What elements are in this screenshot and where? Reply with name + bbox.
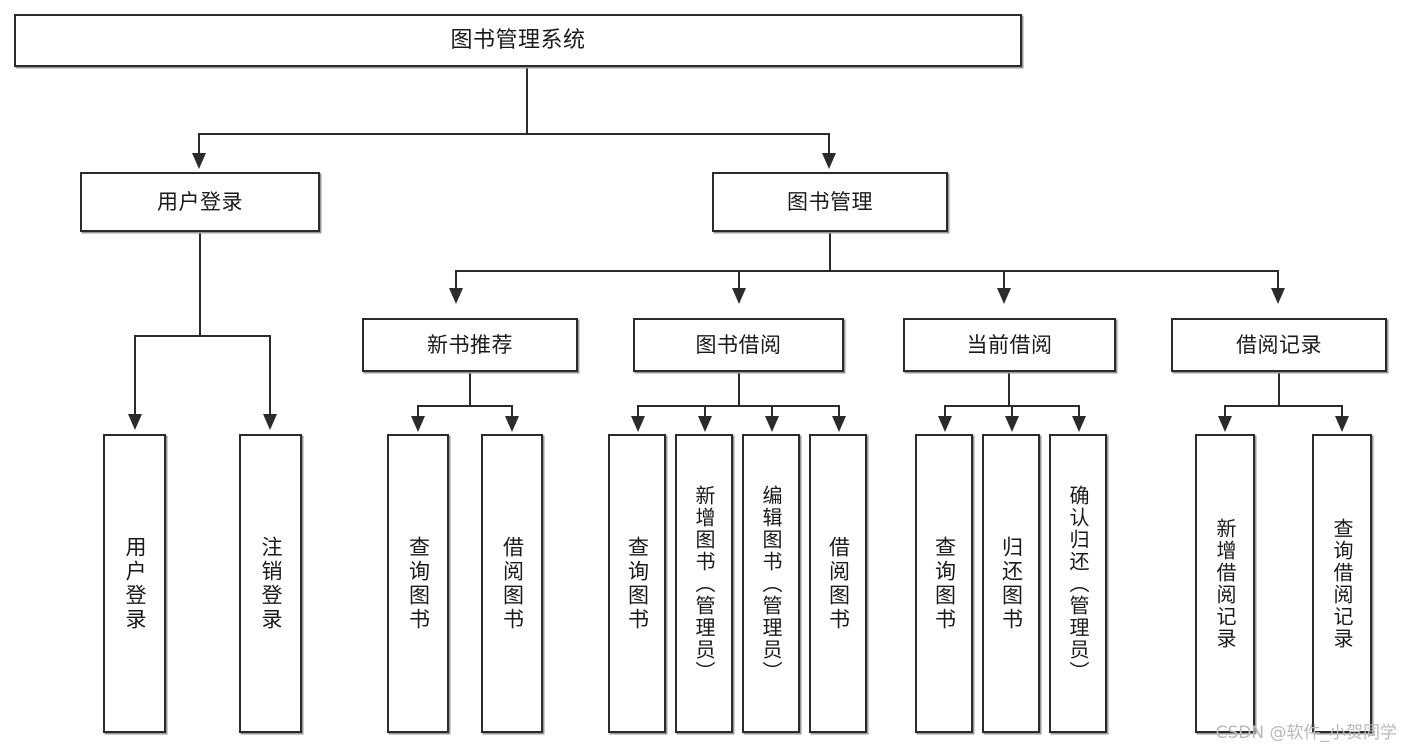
node-label: 注销登录 bbox=[259, 535, 283, 632]
node-leaf-add-record[interactable]: 新增借阅记录 bbox=[1195, 434, 1255, 733]
connector-book-manage-drop-3 bbox=[1003, 270, 1005, 290]
arrow-to-leaf-borrow-book-2 bbox=[832, 416, 846, 432]
connector-root-stem bbox=[526, 67, 528, 134]
node-leaf-borrow-book-2[interactable]: 借阅图书 bbox=[809, 434, 867, 733]
arrow-to-current-borrow bbox=[997, 288, 1011, 304]
node-book-borrow[interactable]: 图书借阅 bbox=[633, 318, 844, 372]
node-label: 归还图书 bbox=[999, 535, 1024, 632]
node-borrow-record[interactable]: 借阅记录 bbox=[1171, 318, 1387, 372]
arrow-to-book-manage bbox=[822, 153, 836, 169]
connector-cb-drop-1 bbox=[944, 405, 946, 417]
connector-user-login-drop-1 bbox=[134, 335, 136, 416]
connector-bb-drop-4 bbox=[838, 405, 840, 417]
csdn-watermark: CSDN @软件_小贺同学 bbox=[1215, 723, 1397, 743]
connector-user-login-bus bbox=[134, 335, 271, 337]
arrow-to-user-login bbox=[192, 153, 206, 169]
node-leaf-query-book-1[interactable]: 查询图书 bbox=[387, 434, 449, 733]
connector-bb-drop-2 bbox=[704, 405, 706, 417]
node-label: 查询图书 bbox=[932, 535, 957, 632]
node-label: 图书借阅 bbox=[695, 332, 782, 357]
arrow-to-leaf-return-book bbox=[1005, 416, 1019, 432]
arrow-to-leaf-edit-book bbox=[765, 416, 779, 432]
connector-nbr-drop-1 bbox=[417, 405, 419, 417]
connector-bb-drop-1 bbox=[637, 405, 639, 417]
arrow-to-leaf-query-book-3 bbox=[938, 416, 952, 432]
node-label: 当前借阅 bbox=[966, 332, 1053, 357]
connector-br-bus bbox=[1224, 405, 1343, 407]
arrow-to-leaf-user-login bbox=[128, 414, 142, 430]
connector-bb-bus bbox=[637, 405, 840, 407]
node-label: 新增借阅记录 bbox=[1213, 517, 1237, 650]
node-label: 新书推荐 bbox=[427, 332, 513, 357]
connector-nbr-stem bbox=[469, 372, 471, 406]
arrow-to-leaf-confirm-return bbox=[1072, 416, 1086, 432]
node-leaf-edit-book[interactable]: 编辑图书（管理员） bbox=[742, 434, 800, 733]
arrow-to-leaf-add-book bbox=[698, 416, 712, 432]
node-current-borrow[interactable]: 当前借阅 bbox=[903, 318, 1116, 372]
connector-root-right-drop bbox=[828, 133, 830, 155]
arrow-to-book-borrow bbox=[732, 288, 746, 304]
connector-book-manage-stem bbox=[829, 232, 831, 271]
node-label: 借阅图书 bbox=[826, 535, 851, 632]
node-root-system[interactable]: 图书管理系统 bbox=[14, 14, 1022, 67]
node-new-book-recommend[interactable]: 新书推荐 bbox=[362, 318, 578, 372]
connector-br-drop-1 bbox=[1224, 405, 1226, 417]
connector-cb-stem bbox=[1008, 372, 1010, 406]
connector-br-drop-2 bbox=[1341, 405, 1343, 417]
node-label: 图书管理 bbox=[787, 189, 873, 214]
node-book-manage[interactable]: 图书管理 bbox=[712, 172, 948, 232]
arrow-to-leaf-user-logout bbox=[263, 414, 277, 430]
arrow-to-leaf-query-book-1 bbox=[411, 416, 425, 432]
connector-cb-drop-2 bbox=[1011, 405, 1013, 417]
node-label: 查询借阅记录 bbox=[1330, 517, 1354, 650]
connector-root-left-drop bbox=[198, 133, 200, 155]
node-leaf-user-login[interactable]: 用户登录 bbox=[103, 434, 166, 733]
node-label: 图书管理系统 bbox=[450, 27, 586, 53]
node-label: 用户登录 bbox=[157, 189, 243, 214]
node-user-login[interactable]: 用户登录 bbox=[80, 172, 320, 232]
node-label: 借阅记录 bbox=[1236, 332, 1322, 357]
connector-book-manage-drop-4 bbox=[1277, 270, 1279, 290]
node-label: 查询图书 bbox=[625, 535, 650, 632]
node-leaf-user-logout[interactable]: 注销登录 bbox=[239, 434, 302, 733]
node-leaf-query-book-3[interactable]: 查询图书 bbox=[915, 434, 973, 733]
node-leaf-borrow-book-1[interactable]: 借阅图书 bbox=[481, 434, 543, 733]
connector-nbr-drop-2 bbox=[511, 405, 513, 417]
connector-bb-drop-3 bbox=[771, 405, 773, 417]
arrow-to-leaf-query-record bbox=[1335, 416, 1349, 432]
node-leaf-return-book[interactable]: 归还图书 bbox=[982, 434, 1040, 733]
connector-root-bus bbox=[198, 133, 830, 135]
node-leaf-confirm-return[interactable]: 确认归还（管理员） bbox=[1049, 434, 1107, 733]
node-label: 查询图书 bbox=[406, 535, 431, 632]
connector-br-stem bbox=[1278, 372, 1280, 406]
arrow-to-borrow-record bbox=[1271, 288, 1285, 304]
arrow-to-leaf-query-book-2 bbox=[631, 416, 645, 432]
node-label: 用户登录 bbox=[123, 535, 147, 632]
node-leaf-query-record[interactable]: 查询借阅记录 bbox=[1312, 434, 1372, 733]
node-label: 借阅图书 bbox=[500, 535, 525, 632]
connector-cb-drop-3 bbox=[1078, 405, 1080, 417]
connector-bb-stem bbox=[738, 372, 740, 406]
connector-user-login-stem bbox=[199, 232, 201, 336]
connector-book-manage-drop-2 bbox=[738, 270, 740, 290]
node-leaf-query-book-2[interactable]: 查询图书 bbox=[608, 434, 666, 733]
arrow-to-new-book-recommend bbox=[449, 288, 463, 304]
node-label: 确认归还（管理员） bbox=[1066, 484, 1090, 683]
node-label: 新增图书（管理员） bbox=[692, 484, 716, 683]
arrow-to-leaf-add-record bbox=[1218, 416, 1232, 432]
connector-user-login-drop-2 bbox=[269, 335, 271, 416]
connector-book-manage-bus bbox=[455, 270, 1279, 272]
connector-book-manage-drop-1 bbox=[455, 270, 457, 290]
node-label: 编辑图书（管理员） bbox=[759, 484, 783, 683]
connector-nbr-bus bbox=[417, 405, 513, 407]
arrow-to-leaf-borrow-book-1 bbox=[505, 416, 519, 432]
node-leaf-add-book[interactable]: 新增图书（管理员） bbox=[675, 434, 733, 733]
